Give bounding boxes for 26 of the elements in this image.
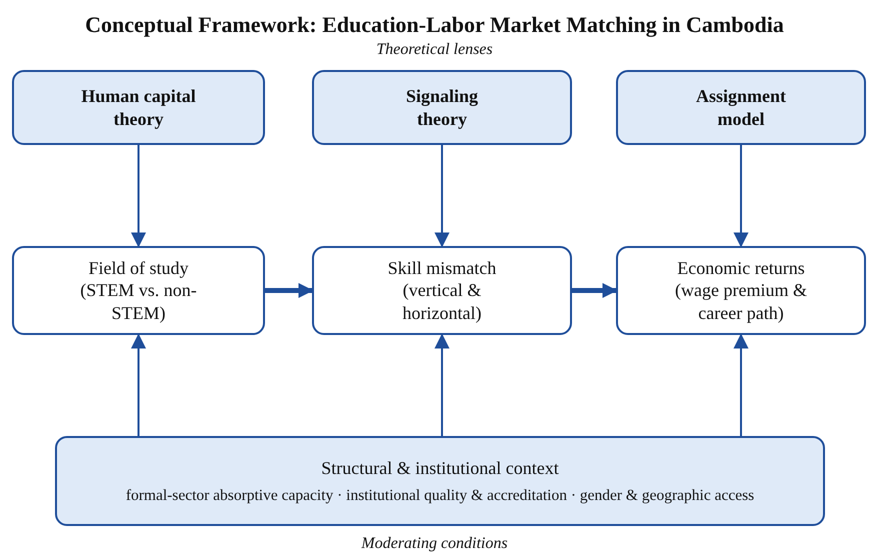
box-label: Assignment model	[694, 85, 787, 130]
theory-box	[616, 70, 866, 145]
arrow	[434, 145, 450, 248]
section-label: Theoretical lenses	[376, 41, 493, 59]
arrow	[434, 334, 450, 436]
theory-box	[12, 70, 265, 145]
box-label: Economic returns (wage premium & career path)	[674, 256, 808, 324]
theory-box	[312, 70, 572, 145]
box-label: Human capital theory	[80, 85, 197, 130]
factor-list: formal-sector absorptive capacity · institutional quality & accreditation · gender & geographic access	[126, 486, 754, 505]
box-label: Structural & institutional context	[321, 457, 559, 480]
outcome-box	[616, 246, 866, 335]
arrow	[572, 283, 618, 298]
outcome-box	[12, 246, 265, 335]
arrow	[131, 334, 146, 436]
section-label: Moderating conditions	[361, 535, 508, 553]
diagram-title: Conceptual Framework: Education-Labor Market Matching in Cambodia	[84, 12, 785, 38]
arrow	[265, 283, 314, 298]
box-label: Signaling theory	[404, 85, 480, 130]
outcome-box	[312, 246, 572, 335]
box-label: Field of study (STEM vs. non-STEM)	[79, 256, 198, 324]
context-box	[55, 436, 825, 526]
arrow	[734, 334, 748, 436]
arrow	[734, 145, 748, 248]
arrow	[131, 145, 146, 248]
box-label: Skill mismatch (vertical & horizontal)	[386, 256, 498, 324]
